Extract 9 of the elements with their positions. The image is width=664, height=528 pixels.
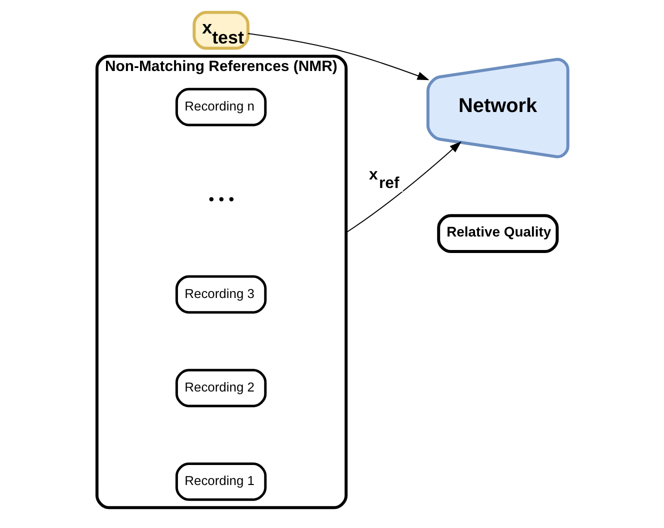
arrow — [247, 33, 429, 80]
node-box: Recording n — [174, 88, 266, 126]
arrow — [345, 141, 461, 234]
node-box: Recording 2 — [174, 368, 266, 408]
label: • • • — [208, 192, 234, 209]
node-ellipse: Network — [426, 58, 569, 158]
node-box: Relative Quality — [436, 214, 558, 254]
node-box: Recording 1 — [174, 462, 266, 501]
node-box: Recording 3 — [174, 275, 266, 314]
